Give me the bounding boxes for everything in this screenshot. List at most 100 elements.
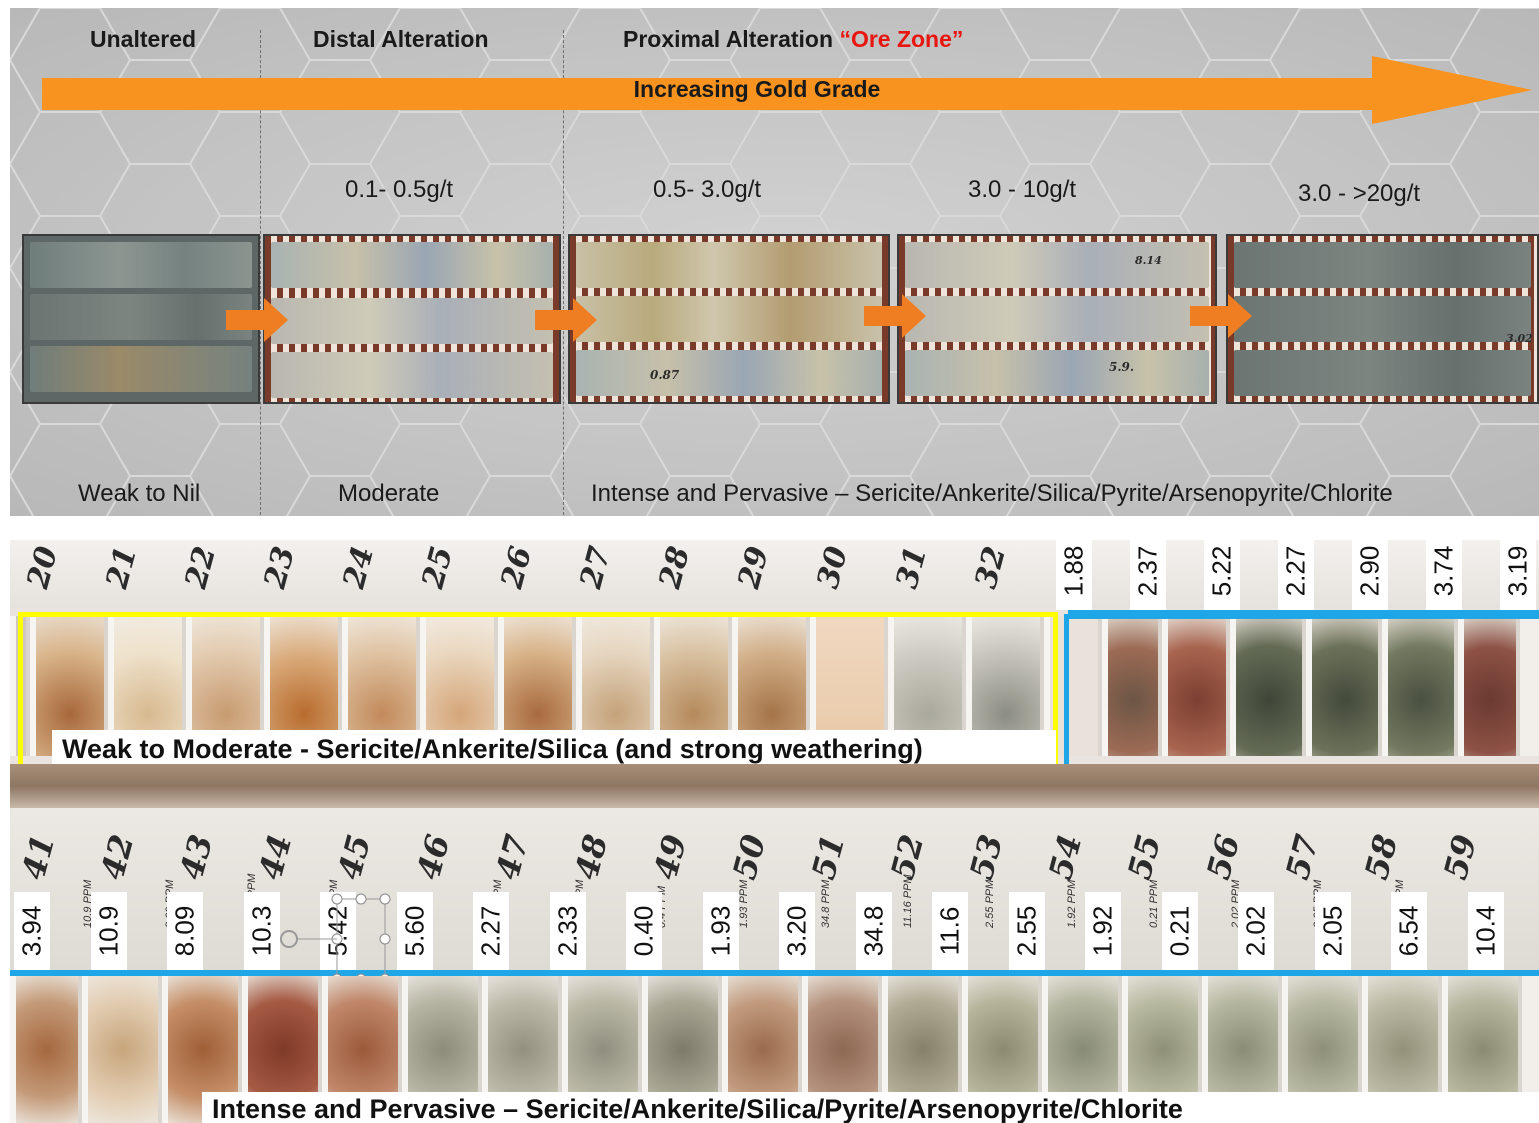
- lower-assay-values: 3.94 10.9 8.09 10.3 5.42 5.60 2.27 2.33 0.40 1.93…: [10, 540, 1539, 1123]
- core-piece: [1234, 296, 1531, 342]
- weak-alteration-label: Weak to Moderate - Sericite/Ankerite/Sil…: [62, 734, 923, 764]
- assay-value-box: 11.6: [932, 892, 968, 970]
- core-piece: [271, 352, 553, 398]
- assay-value-box: 5.22: [1204, 540, 1240, 610]
- assay-value-box: 2.90: [1352, 540, 1388, 610]
- grade-label-low-proximal: 0.5- 3.0g/t: [653, 176, 762, 203]
- assay-value: 10.3: [246, 905, 276, 957]
- increasing-grade-arrow: [42, 56, 1532, 124]
- assay-value: 2.02: [1240, 905, 1271, 957]
- intensity-moderate: Moderate: [338, 480, 440, 507]
- assay-underline-upper: [1068, 610, 1539, 616]
- selection-handles[interactable]: [275, 885, 400, 985]
- core-piece: [30, 346, 252, 392]
- assay-value: 10.9: [93, 905, 123, 957]
- assay-value-box: 0.21: [1161, 892, 1198, 970]
- core-annotation: 5.9.: [1109, 360, 1135, 374]
- core-piece: [1234, 350, 1531, 396]
- core-photo-mid-proximal: 5.9. 8.14: [897, 234, 1217, 404]
- intense-alteration-label: Intense and Pervasive – Sericite/Ankerit…: [212, 1094, 1183, 1123]
- core-piece: [271, 242, 553, 288]
- unaltered-heading: Unaltered: [90, 26, 197, 52]
- core-piece: [30, 242, 252, 288]
- divider-unaltered-distal: [260, 30, 261, 516]
- grade-label-mid-proximal: 3.0 - 10g/t: [968, 176, 1077, 203]
- assay-value: 2.27: [475, 905, 506, 957]
- core-photo-unaltered: [22, 234, 260, 404]
- grade-label-distal: 0.1- 0.5g/t: [345, 176, 454, 203]
- assay-value: 2.33: [552, 905, 582, 957]
- chip-cell: [1230, 616, 1306, 756]
- flow-arrow-1: [226, 298, 288, 342]
- chip-cell: [1306, 616, 1382, 756]
- assay-value-box: 2.37: [1130, 540, 1166, 610]
- core-piece: [576, 242, 882, 288]
- assay-value-box: 10.9: [90, 892, 127, 970]
- chip-cell: [82, 976, 162, 1123]
- chip-cell: [1102, 616, 1162, 756]
- assay-value: 11.6: [934, 906, 965, 956]
- assay-value-box: 34.8: [855, 892, 892, 970]
- assay-value: 3.20: [781, 905, 812, 957]
- assay-value: 1.93: [705, 905, 735, 957]
- core-piece: [905, 350, 1209, 396]
- proximal-alteration-text: Proximal Alteration: [623, 26, 840, 52]
- assay-value-box: 0.40: [626, 892, 662, 970]
- core-annotation: 0.87: [650, 368, 680, 382]
- core-piece: [576, 296, 882, 342]
- assay-value-box: 3.94: [14, 892, 50, 970]
- assay-value-box: 2.33: [549, 892, 586, 970]
- assay-value: 0.40: [628, 905, 659, 957]
- core-annotation: 8.14: [1135, 254, 1162, 267]
- intensity-intense-pervasive: Intense and Pervasive – Sericite/Ankerit…: [591, 480, 1393, 507]
- assay-value: 6.54: [1393, 905, 1424, 957]
- assay-value: 5.60: [399, 905, 429, 957]
- distal-alteration-heading: Distal Alteration: [313, 26, 489, 52]
- core-piece: [30, 294, 252, 340]
- assay-value: 2.55: [1011, 905, 1041, 957]
- core-photo-high-proximal: 3.02: [1226, 234, 1539, 404]
- assay-value-box: 8.09: [167, 892, 203, 970]
- alteration-diagram-panel: Unaltered Distal Alteration Proximal Alt…: [10, 8, 1539, 516]
- core-piece: [576, 350, 882, 396]
- tray-gap: [10, 764, 1539, 808]
- assay-underline-lower: [10, 970, 1539, 976]
- assay-value-box: 10.3: [243, 892, 280, 970]
- assay-value-box: 2.27: [473, 892, 509, 970]
- assay-value: 8.09: [169, 905, 200, 957]
- chip-cell: [1162, 616, 1230, 756]
- divider-distal-proximal: [563, 30, 564, 516]
- assay-value: 0.21: [1164, 905, 1194, 957]
- assay-value-box: 3.20: [779, 892, 815, 970]
- assay-value: 2.05: [1317, 905, 1347, 957]
- assay-value-box: 10.4: [1467, 892, 1504, 970]
- core-piece: [271, 298, 553, 344]
- proximal-alteration-heading: Proximal Alteration “Ore Zone”: [623, 26, 963, 53]
- core-photo-low-proximal: 0.87: [568, 234, 890, 404]
- chip-cell: [1458, 616, 1520, 756]
- intensity-weak-to-nil: Weak to Nil: [78, 480, 201, 507]
- assay-value-box: 2.05: [1314, 892, 1351, 970]
- assay-value-box: 5.60: [396, 892, 433, 970]
- grade-label-high-proximal: 3.0 - >20g/t: [1298, 180, 1421, 207]
- assay-value-box: 2.55: [1008, 892, 1045, 970]
- core-photo-distal: [263, 234, 561, 404]
- assay-value-box: 1.88: [1056, 540, 1092, 610]
- assay-value-box: 3.74: [1426, 540, 1462, 610]
- assay-value-box: 6.54: [1391, 892, 1427, 970]
- core-piece: [905, 296, 1209, 342]
- assay-value: 10.4: [1470, 905, 1500, 957]
- chip-cell: [1382, 616, 1458, 756]
- assay-value-box: 2.27: [1278, 540, 1314, 610]
- flow-arrow-4: [1190, 294, 1252, 338]
- chip-cell: [10, 976, 82, 1123]
- intense-alteration-label-box: Intense and Pervasive – Sericite/Ankerit…: [202, 1092, 1539, 1123]
- assay-value: 34.8: [858, 905, 888, 957]
- increasing-gold-grade-label: Increasing Gold Grade: [633, 76, 881, 102]
- assay-value-box: 5.42: [320, 892, 356, 970]
- flow-arrow-3: [864, 294, 926, 338]
- assay-value: 3.94: [16, 905, 47, 957]
- assay-value-box: 2.02: [1238, 892, 1274, 970]
